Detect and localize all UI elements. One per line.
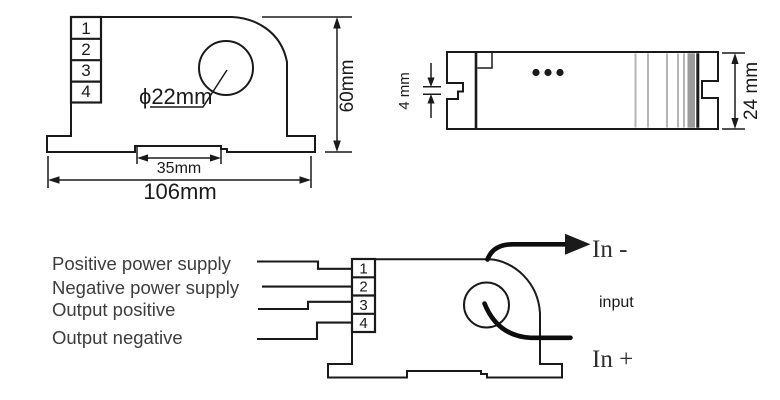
vent-dot-1 xyxy=(532,68,540,77)
dim-24-arrow-up-icon xyxy=(731,53,739,64)
dim-24-label: 24 mm xyxy=(741,62,762,120)
vent-bar xyxy=(687,53,695,128)
wiring-pin-3: 3 xyxy=(359,297,367,314)
wiring-diagram: Positive power supply Negative power sup… xyxy=(52,233,634,379)
dim-60-label: 60mm xyxy=(337,60,358,113)
terminal-label-2: Negative power supply xyxy=(52,277,240,298)
dim-4-arrow-down-icon xyxy=(427,77,435,87)
front-view: 1 2 3 4 ϕ22mm 60mm 35mm 106mm xyxy=(46,15,358,204)
in-plus-label: In + xyxy=(592,346,633,373)
hole-diameter-label: ϕ22mm xyxy=(139,84,212,109)
input-wire-upper xyxy=(485,242,568,262)
wiring-pin-1: 1 xyxy=(359,261,367,278)
dim-106-arrow-left-icon xyxy=(48,176,60,184)
wiring-aperture-hole xyxy=(463,281,510,329)
in-minus-label: In - xyxy=(592,236,627,263)
wiring-pin-4: 4 xyxy=(359,315,367,332)
input-wire-arrowhead-icon xyxy=(565,233,591,255)
dim-60-arrow-down-icon xyxy=(333,140,341,152)
terminal-label-3: Output positive xyxy=(52,299,175,320)
input-wire-lower xyxy=(482,301,573,341)
vent-dot-2 xyxy=(544,68,552,77)
wiring-pin-2: 2 xyxy=(359,279,367,296)
front-aperture-hole xyxy=(198,40,254,96)
side-corner-step xyxy=(477,52,493,69)
dim-4-label: 4 mm xyxy=(396,72,413,110)
terminal-label-4: Output negative xyxy=(52,327,183,348)
dim-35-arrow-right-icon xyxy=(210,154,221,162)
front-pin-1: 1 xyxy=(81,19,90,38)
dim-106-label: 106mm xyxy=(143,179,216,204)
wire-pin-4 xyxy=(257,321,352,341)
input-label: input xyxy=(599,294,634,311)
dim-24-arrow-down-icon xyxy=(731,118,739,129)
dim-60-arrow-up-icon xyxy=(333,17,341,29)
side-view: 4 mm 24 mm xyxy=(396,51,762,130)
hole-leader-line xyxy=(150,69,228,108)
front-pin-4: 4 xyxy=(81,82,90,101)
dim-35-arrow-left-icon xyxy=(137,154,148,162)
side-body-outline xyxy=(446,51,719,130)
front-body-outline xyxy=(46,16,316,153)
dim-4-arrow-up-icon xyxy=(427,94,435,104)
front-pin-2: 2 xyxy=(81,40,90,59)
dim-106-arrow-right-icon xyxy=(299,176,311,184)
vent-dot-3 xyxy=(556,68,564,77)
terminal-label-1: Positive power supply xyxy=(52,253,232,274)
front-pin-3: 3 xyxy=(81,61,90,80)
wiring-body-outline xyxy=(327,258,563,379)
wire-pin-1 xyxy=(257,260,352,270)
wire-pin-3 xyxy=(258,300,352,311)
dim-35-label: 35mm xyxy=(157,160,201,177)
